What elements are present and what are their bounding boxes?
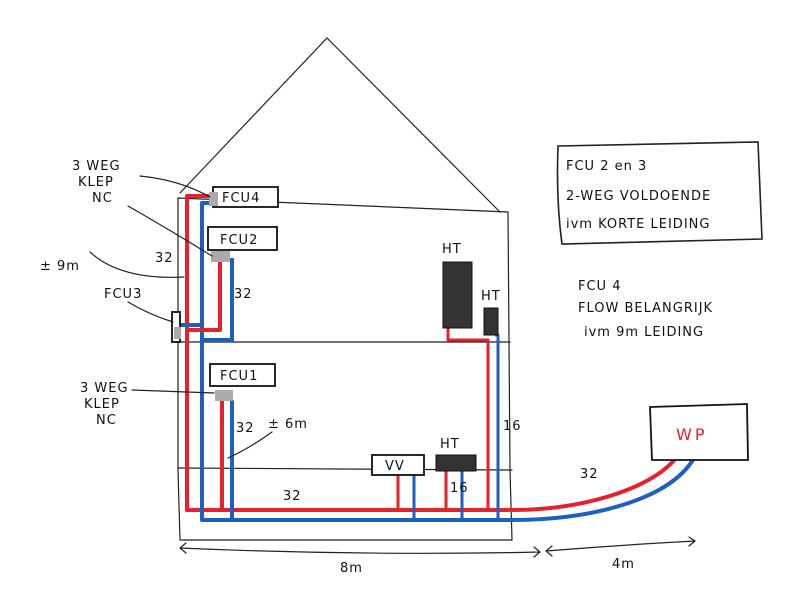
leader-line (227, 431, 273, 459)
dimension-outside (545, 536, 697, 557)
leader-line (127, 205, 213, 257)
vv-unit (371, 454, 425, 476)
dim-outside-label: 4m (612, 557, 635, 572)
return-ht-top (495, 333, 500, 520)
length-9m-label: ± 9m (40, 259, 80, 274)
pipe-size-32: 32 (234, 287, 253, 302)
leader-line (139, 175, 211, 198)
note-box-text: FCU 2 en 3 2-WEG VOLDOENDE ivm KORTE LEI… (566, 159, 716, 232)
leader-line (127, 301, 174, 323)
pipe-size-32: 32 (236, 421, 255, 436)
heater-top-small (483, 307, 499, 336)
valve-fcu3 (174, 327, 181, 339)
fcu3-label: FCU3 (104, 287, 142, 302)
dimension-house (179, 542, 541, 558)
supply-main-pipe (185, 194, 678, 512)
supply-ht-top (446, 328, 490, 510)
pipe-size-32: 32 (283, 489, 302, 504)
note-fcu4: FCU 4 FLOW BELANGRIJK ivm 9m LEIDING (578, 279, 718, 340)
valve-bottom-label: 3 WEG KLEP NC (80, 381, 134, 428)
valve-fcu4 (209, 192, 218, 206)
ht-top-large-label: HT (442, 242, 462, 257)
supply-fcu2 (187, 258, 222, 332)
heater-bottom (435, 454, 477, 472)
length-6m-label: ± 6m (268, 417, 308, 432)
fcu1-label: FCU1 (220, 369, 258, 384)
wp-label: WP (676, 425, 707, 444)
note-box (556, 141, 763, 245)
ht-top-small-label: HT (481, 289, 501, 304)
valve-fcu1 (215, 390, 233, 401)
heater-top-large (442, 261, 473, 329)
return-fcu2 (202, 258, 234, 342)
return-main-pipe (200, 201, 696, 522)
pipe-size-16: 16 (450, 481, 469, 496)
vv-label: VV (385, 459, 405, 474)
pipe-size-32: 32 (155, 251, 174, 266)
fcu1-unit (209, 363, 276, 387)
ht-bottom-label: HT (440, 437, 460, 452)
pipe-size-32: 32 (580, 467, 599, 482)
fcu2-label: FCU2 (220, 233, 258, 248)
roof (179, 37, 501, 213)
pipe-size-16: 16 (503, 419, 522, 434)
leader-line (131, 389, 215, 394)
valve-fcu2 (211, 251, 230, 262)
valve-top-label: 3 WEG KLEP NC (72, 159, 126, 206)
dim-house-label: 8m (340, 561, 363, 576)
wp-unit (649, 403, 749, 461)
fcu2-unit (207, 226, 278, 251)
fcu4-label: FCU4 (222, 191, 260, 206)
leader-line (89, 251, 185, 278)
